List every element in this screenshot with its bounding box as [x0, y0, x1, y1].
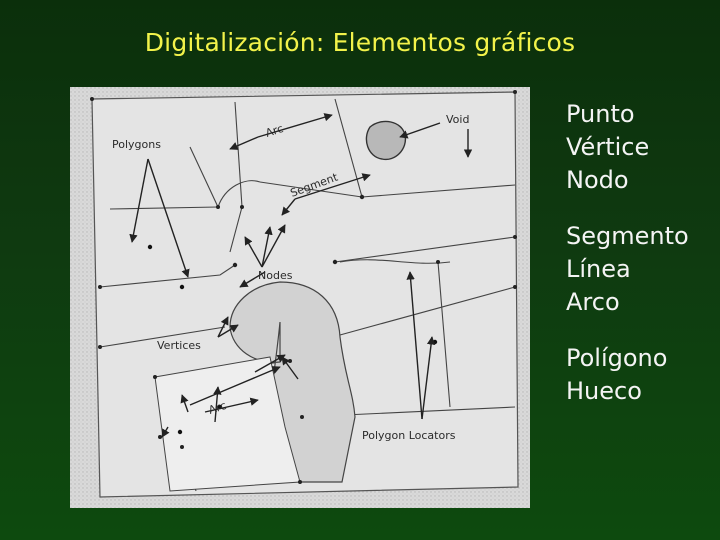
label-polygons: Polygons — [112, 138, 161, 151]
term-item: Hueco — [566, 377, 642, 405]
term-group-polygons: Polígono Hueco — [566, 342, 716, 408]
term-item: Polígono — [566, 344, 668, 372]
term-group-points: Punto Vértice Nodo — [566, 98, 716, 197]
figure-drawing: Polygons Arc Void Segment Nodes Vertices… — [70, 87, 530, 508]
vertex-points — [90, 90, 517, 484]
label-arc-bottom: Arc — [207, 399, 228, 417]
label-arc-top: Arc — [264, 122, 285, 140]
term-item: Segmento — [566, 222, 689, 250]
term-item: Vértice — [566, 133, 650, 161]
label-void: Void — [446, 113, 469, 126]
void-hole — [365, 120, 407, 161]
slide-title: Digitalización: Elementos gráficos — [144, 28, 576, 57]
term-item: Arco — [566, 288, 620, 316]
label-polygon-locators: Polygon Locators — [362, 429, 456, 442]
term-group-lines: Segmento Línea Arco — [566, 220, 716, 319]
term-item: Punto — [566, 100, 635, 128]
term-list: Punto Vértice Nodo Segmento Línea Arco P… — [566, 98, 716, 431]
polygon-elements-figure: Polygons Arc Void Segment Nodes Vertices… — [70, 87, 530, 508]
annotation-arrows — [129, 113, 473, 438]
label-vertices: Vertices — [157, 339, 201, 352]
label-nodes: Nodes — [258, 269, 293, 282]
term-item: Nodo — [566, 166, 629, 194]
lower-left-polygon — [154, 356, 301, 492]
term-item: Línea — [566, 255, 631, 283]
